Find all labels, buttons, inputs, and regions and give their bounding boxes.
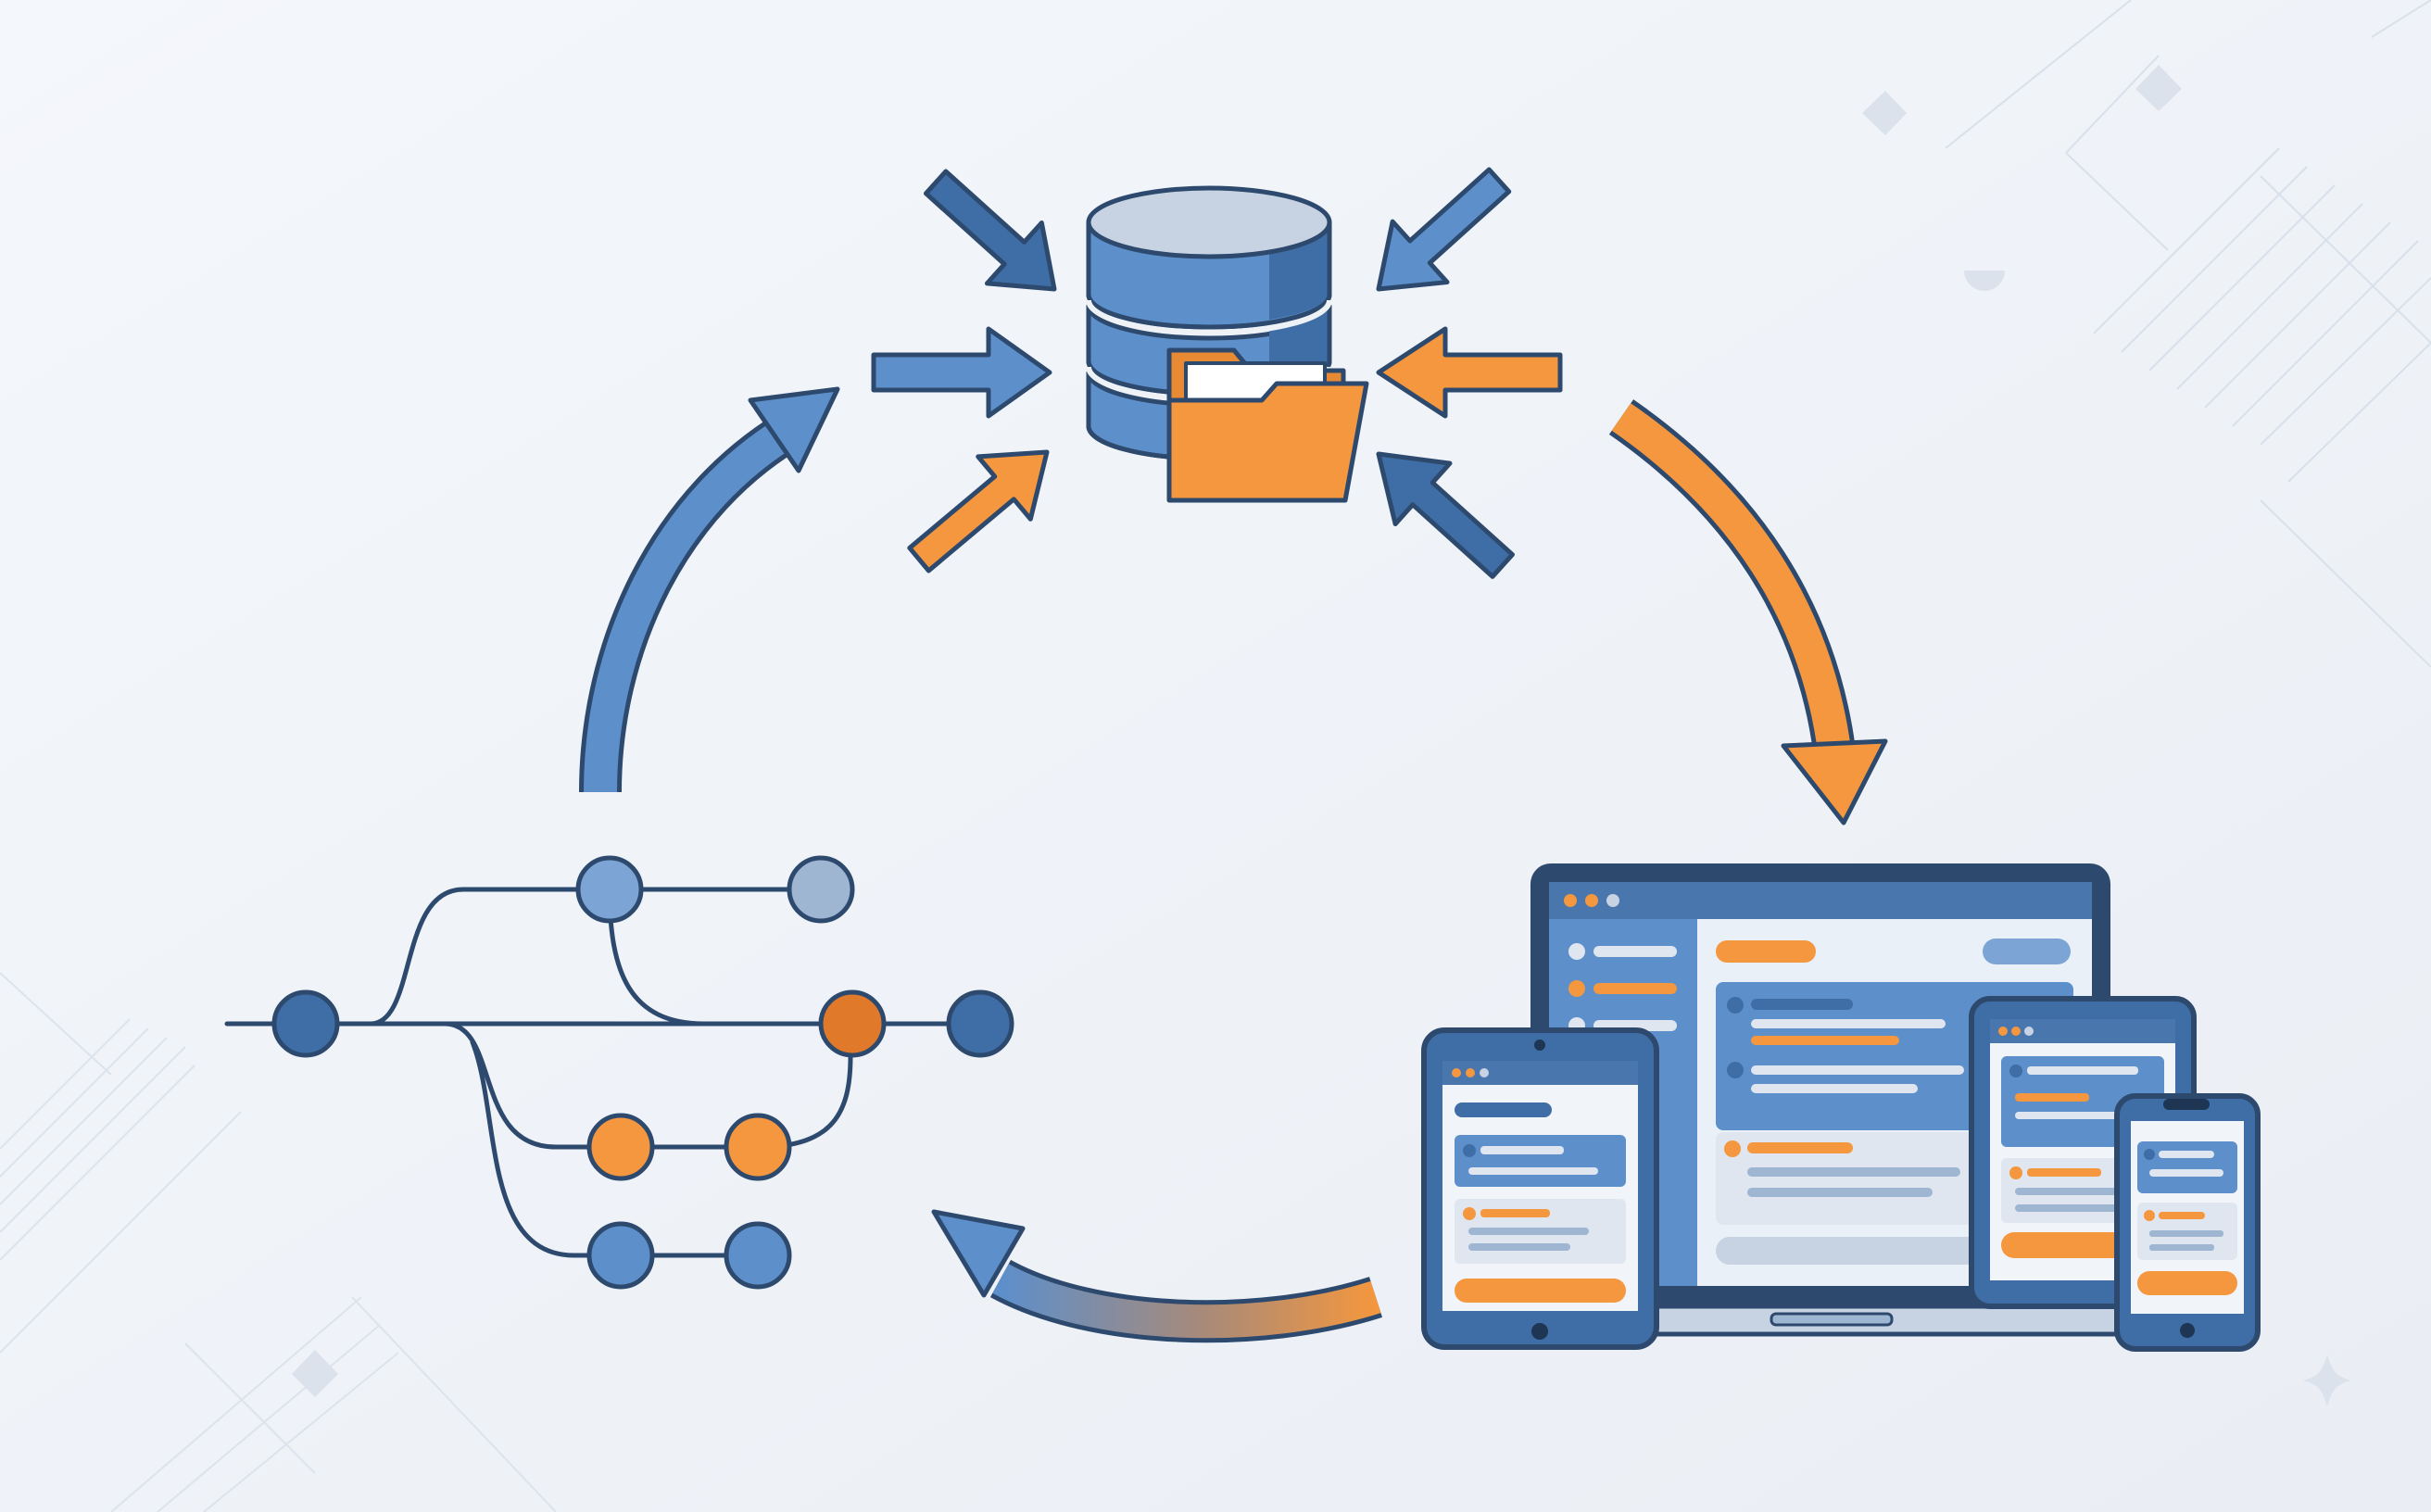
inbound-arrow-bottom-left xyxy=(907,449,1050,573)
git-commit-lower-1 xyxy=(586,1221,655,1290)
git-branch-upper xyxy=(368,887,818,1027)
cycle-arrow-to-devices xyxy=(1608,399,1888,825)
inbound-arrow-bottom-right xyxy=(1376,451,1515,579)
git-commit-main-2 xyxy=(946,989,1014,1058)
phone-device xyxy=(2114,1093,2261,1352)
git-commit-middle-1 xyxy=(586,1113,655,1181)
git-branch-lower xyxy=(470,1040,762,1258)
background-decoration-bottom-left xyxy=(0,972,557,1512)
git-commit-main-merge xyxy=(818,989,887,1058)
git-commit-main-1 xyxy=(271,989,340,1058)
git-commit-upper-1 xyxy=(575,855,644,924)
inbound-arrow-right xyxy=(1376,326,1563,419)
cycle-arrow-to-data-store xyxy=(579,386,840,793)
background-sparkles-bottom xyxy=(292,1350,2351,1406)
tablet-device xyxy=(1421,1027,1659,1350)
git-branch-middle xyxy=(442,1021,762,1150)
git-commit-lower-2 xyxy=(724,1221,792,1290)
git-commit-middle-2 xyxy=(724,1113,792,1181)
database-top-cap xyxy=(1086,185,1332,259)
responsive-devices-icon xyxy=(1421,863,2261,1352)
background-sparkles-top-right xyxy=(1862,65,2182,291)
inbound-arrow-top-left xyxy=(923,169,1057,292)
git-branch-icon xyxy=(224,855,1014,1290)
inbound-arrow-top-right xyxy=(1376,167,1512,292)
inbound-arrow-left xyxy=(871,326,1052,419)
folder-front xyxy=(1166,381,1369,503)
inbound-arrows xyxy=(871,167,1563,579)
cycle-arrow-to-version-control xyxy=(931,1209,1382,1343)
background-decoration-top-right xyxy=(1945,0,2431,668)
git-commit-upper-2 xyxy=(787,855,855,924)
database-folder-icon xyxy=(1086,185,1369,503)
